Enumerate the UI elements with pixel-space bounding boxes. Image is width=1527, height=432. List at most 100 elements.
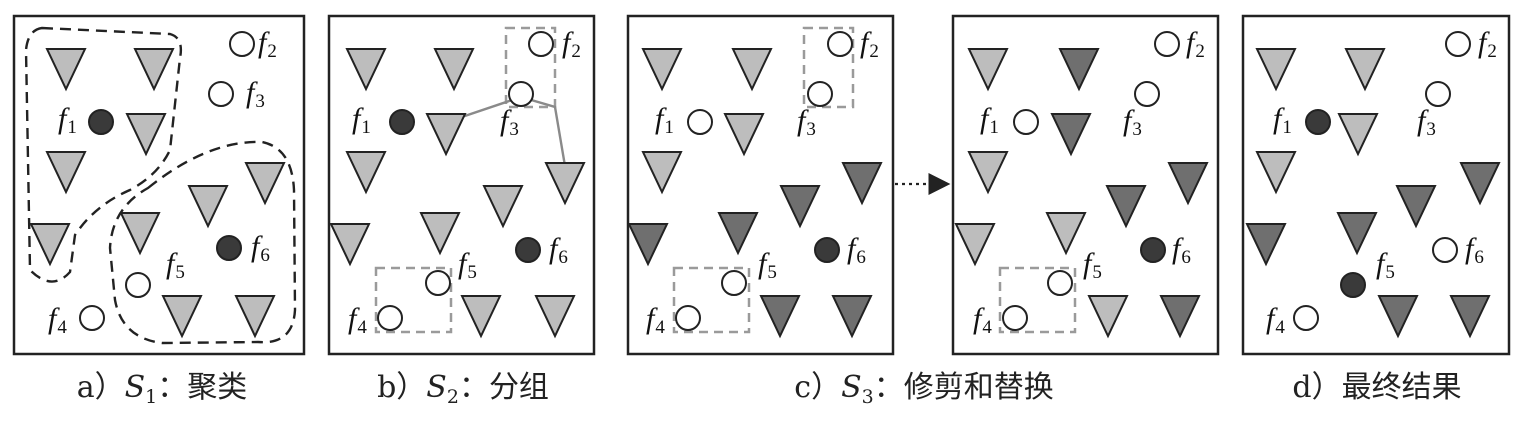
triangle-light-b-0	[345, 48, 387, 92]
caption-step-sub: 1	[145, 386, 157, 408]
feature-node-a-f4	[79, 305, 105, 331]
feature-label-sub: 3	[1426, 119, 1436, 140]
feature-node-c-left-f4	[675, 305, 701, 331]
feature-label-sub: 6	[1181, 247, 1191, 268]
triangle-light-a-7	[29, 223, 71, 267]
group-box-b-top	[504, 26, 557, 109]
triangle-light-c-left-1	[731, 48, 773, 92]
triangle-dark-c-left-8	[759, 295, 801, 339]
triangle-dark-d-6	[1336, 212, 1378, 256]
group-box-c-left-top	[802, 26, 855, 109]
triangle-light-b-6	[419, 212, 461, 256]
triangle-light-a-0	[45, 48, 87, 92]
triangle-light-c-left-2	[723, 113, 765, 157]
triangle-dark-c-right-2	[1050, 113, 1092, 157]
triangle-light-b-1	[433, 48, 475, 92]
triangle-light-a-9	[234, 295, 276, 339]
triangle-dark-c-right-1	[1058, 48, 1100, 92]
feature-node-c-right-f4	[1002, 305, 1028, 331]
feature-label-sub: 1	[989, 117, 999, 138]
triangle-dark-d-5	[1395, 185, 1437, 229]
feature-label-sub: 5	[175, 262, 185, 283]
triangle-light-d-3	[1255, 151, 1297, 195]
feature-node-d-f3	[1425, 81, 1451, 107]
feature-node-a-f1	[88, 109, 114, 135]
caption-step-symbol: S	[841, 370, 862, 405]
cluster-outline-bottom-right	[108, 140, 297, 345]
triangle-light-a-1	[133, 48, 175, 92]
triangle-light-c-right-0	[967, 48, 1009, 92]
feature-node-c-right-f2	[1154, 31, 1180, 57]
triangle-light-b-5	[482, 185, 524, 229]
triangle-light-c-right-6	[1045, 212, 1087, 256]
feature-label-sub: 4	[357, 317, 367, 338]
feature-node-b-f5	[425, 270, 451, 296]
caption-0: a）S1：聚类	[77, 370, 248, 408]
feature-label-sub: 5	[467, 262, 477, 283]
triangle-light-c-right-8	[1087, 295, 1129, 339]
feature-label-sub: 1	[67, 117, 77, 138]
caption-1: b）S2：分组	[377, 370, 549, 408]
triangle-light-b-7	[329, 223, 371, 267]
feature-label-sub: 5	[1092, 262, 1102, 283]
triangle-light-a-2	[125, 113, 167, 157]
triangle-dark-d-7	[1245, 223, 1287, 267]
triangle-dark-c-left-5	[779, 185, 821, 229]
caption-2: c）S3：修剪和替换	[794, 370, 1053, 408]
caption-separator: ：	[459, 370, 489, 405]
feature-node-c-right-f6	[1140, 237, 1166, 263]
feature-label-sub: 2	[869, 41, 879, 62]
triangle-dark-c-left-7	[627, 223, 669, 267]
feature-label-sub: 3	[806, 119, 816, 140]
triangle-light-a-3	[45, 151, 87, 195]
feature-label-sub: 1	[1282, 117, 1292, 138]
caption-separator: ：	[874, 370, 904, 405]
caption-prefix: c）	[794, 370, 841, 405]
feature-label-sub: 4	[982, 317, 992, 338]
triangle-dark-d-4	[1459, 162, 1501, 206]
feature-node-d-f4	[1293, 305, 1319, 331]
feature-label-sub: 5	[1385, 262, 1395, 283]
feature-label-sub: 3	[509, 119, 519, 140]
feature-node-b-f2	[528, 31, 554, 57]
caption-text: 最终结果	[1342, 370, 1462, 405]
triangle-light-b-3	[345, 151, 387, 195]
feature-node-b-f1	[389, 109, 415, 135]
group-box-c-left-bottom	[672, 266, 751, 334]
feature-label-sub: 6	[260, 245, 270, 266]
caption-step-sub: 3	[862, 386, 874, 408]
triangle-light-b-2	[425, 113, 467, 157]
triangle-light-d-2	[1337, 113, 1379, 157]
triangle-dark-c-left-4	[841, 162, 883, 206]
group-box-c-right-bottom	[998, 266, 1077, 334]
triangle-dark-d-9	[1449, 295, 1491, 339]
triangle-light-b-8	[460, 295, 502, 339]
caption-prefix: b）	[377, 370, 426, 405]
feature-node-c-left-f2	[827, 31, 853, 57]
triangle-dark-d-8	[1377, 295, 1419, 339]
feature-node-c-left-f3	[807, 81, 833, 107]
triangle-light-d-0	[1255, 48, 1297, 92]
feature-node-b-f6	[515, 237, 541, 263]
feature-label-sub: 2	[571, 41, 581, 62]
cluster-outline-top-left	[24, 26, 183, 283]
feature-node-d-f1	[1305, 109, 1331, 135]
feature-label-sub: 1	[664, 117, 674, 138]
feature-node-a-f6	[216, 235, 242, 261]
feature-node-b-f4	[377, 305, 403, 331]
feature-label-sub: 4	[57, 317, 67, 338]
feature-label-sub: 1	[361, 117, 371, 138]
triangle-light-c-left-3	[641, 151, 683, 195]
feature-label-sub: 2	[1195, 41, 1205, 62]
triangle-light-a-6	[119, 212, 161, 256]
feature-node-c-right-f3	[1134, 81, 1160, 107]
feature-label-sub: 3	[255, 91, 265, 112]
feature-label-sub: 2	[267, 41, 277, 62]
feature-node-b-f3	[508, 81, 534, 107]
caption-step-symbol: S	[426, 370, 447, 405]
triangle-dark-c-right-4	[1167, 162, 1209, 206]
triangle-light-c-right-7	[954, 223, 996, 267]
triangle-light-c-left-0	[641, 48, 683, 92]
